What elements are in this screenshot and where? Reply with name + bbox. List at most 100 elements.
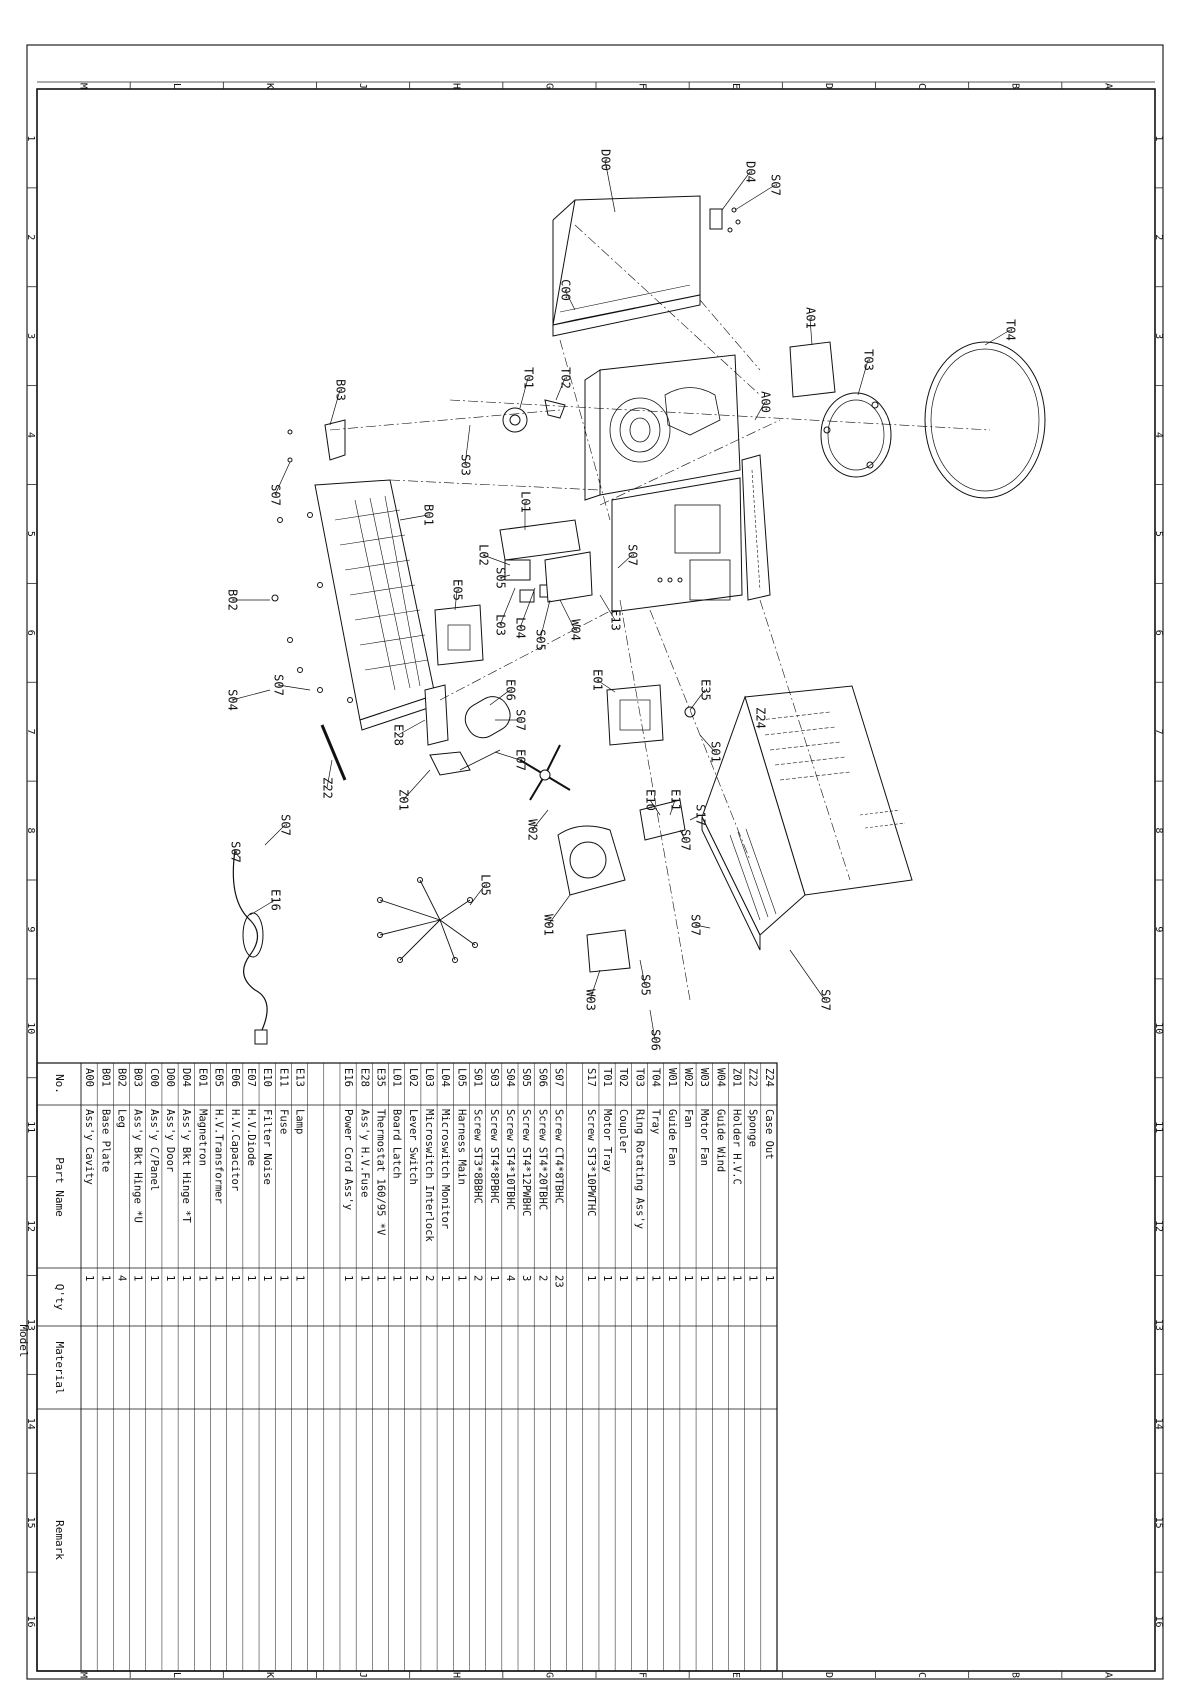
- ruler-number: 8: [25, 828, 36, 834]
- table-row-no: E16: [342, 1068, 354, 1087]
- table-header-cell: Q'ty: [53, 1284, 66, 1311]
- ruler-letter: J: [357, 83, 368, 89]
- table-row-no: A00: [83, 1068, 95, 1087]
- callout-label: T01: [522, 367, 536, 389]
- callout-leader: [639, 959, 646, 986]
- table-row-qty: 1: [698, 1275, 710, 1281]
- table-row-part-name: Screw ST4*10TBHC: [504, 1109, 516, 1210]
- ruler-letter: D: [823, 1672, 834, 1678]
- hv-capacitor-e06: [464, 696, 511, 739]
- callout-leader: [694, 924, 711, 929]
- table-row-no: E07: [245, 1068, 257, 1087]
- callout-label: S07: [679, 829, 693, 851]
- callout-label: L01: [519, 491, 533, 513]
- table-row-qty: 1: [294, 1275, 306, 1281]
- ruler-number: 5: [25, 531, 36, 537]
- table-row-no: S03: [488, 1068, 500, 1087]
- base-screw-points: [271, 512, 353, 703]
- ruler-letter: A: [1102, 83, 1113, 89]
- callout-leader: [555, 377, 566, 401]
- table-row-part-name: Fuse: [277, 1109, 289, 1134]
- callout-label: L05: [479, 874, 493, 896]
- table-row-no: D00: [164, 1068, 176, 1087]
- table-row-qty: 2: [423, 1275, 435, 1281]
- ruler-number: 13: [25, 1319, 36, 1331]
- callout-label: B03: [334, 379, 348, 401]
- table-row-qty: 1: [391, 1275, 403, 1281]
- hv-transformer-e05: [434, 604, 484, 666]
- table-row-qty: 1: [196, 1275, 208, 1281]
- exploded-view: [232, 195, 1046, 1045]
- ruler-number: 10: [25, 1022, 36, 1034]
- callout-leader: [531, 809, 549, 831]
- table-row-part-name: H.V.Diode: [245, 1109, 257, 1166]
- callout-label: W04: [569, 619, 583, 641]
- coupler-t02: [544, 399, 566, 419]
- ruler-number: 13: [1153, 1319, 1164, 1331]
- table-row-no: Z01: [731, 1068, 743, 1087]
- callout-label: S07: [279, 814, 293, 836]
- callout-leader: [564, 289, 576, 311]
- callout-leader: [689, 814, 701, 821]
- ruler-letter: B: [1009, 1672, 1020, 1678]
- table-row-part-name: Screw CT4*8TBHC: [552, 1109, 564, 1204]
- table-row-no: S01: [472, 1068, 484, 1087]
- callout-label: S07: [626, 544, 640, 566]
- ruler-number: 11: [1153, 1121, 1164, 1133]
- callout-leader: [519, 377, 529, 409]
- ruler-letter: E: [730, 83, 741, 89]
- table-row-part-name: H.V.Capacitor: [229, 1109, 241, 1191]
- callout-label: Z24: [754, 707, 768, 729]
- ruler-letter: E: [730, 1672, 741, 1678]
- callout-label: T03: [862, 349, 876, 371]
- table-row-no: E11: [277, 1068, 289, 1087]
- table-row-qty: 1: [763, 1275, 775, 1281]
- callout-leader: [539, 599, 551, 641]
- table-row-qty: 1: [407, 1275, 419, 1281]
- door-assembly-d00: [552, 195, 701, 337]
- hv-fuse-e28: [424, 684, 449, 746]
- ruler-number: 1: [25, 135, 36, 141]
- table-row-part-name: Thermostat 160/95 *V: [374, 1109, 386, 1236]
- table-row-no: S06: [536, 1068, 548, 1087]
- table-row-qty: 1: [682, 1275, 694, 1281]
- table-row-part-name: Coupler: [617, 1109, 629, 1153]
- fan-w02: [519, 744, 571, 801]
- ruler-letter: C: [916, 83, 927, 89]
- ruler-letter: K: [264, 1672, 275, 1678]
- table-row-part-name: Screw ST4*20TBHC: [536, 1109, 548, 1210]
- callout-label: S07: [272, 674, 286, 696]
- callout-label: E05: [451, 579, 465, 601]
- callout-label: W01: [542, 914, 556, 936]
- callout-label: D04: [744, 161, 758, 183]
- table-row-part-name: Lamp: [294, 1109, 306, 1134]
- callout-leader: [277, 684, 311, 691]
- table-row-qty: 1: [601, 1275, 613, 1281]
- ruler-letter: J: [357, 1672, 368, 1678]
- table-row-qty: 1: [180, 1275, 192, 1281]
- callout-leader: [274, 461, 291, 496]
- table-row-part-name: Motor Fan: [698, 1109, 710, 1166]
- table-row-no: L02: [407, 1068, 419, 1087]
- callout-leader: [329, 389, 341, 426]
- callout-label: E10: [644, 789, 658, 811]
- callout-leader: [249, 899, 276, 916]
- ruler-letter: A: [1102, 1672, 1113, 1678]
- table-row-no: Z24: [763, 1068, 775, 1087]
- table-row-qty: 1: [164, 1275, 176, 1281]
- table-row-qty: 1: [358, 1275, 370, 1281]
- ruler-number: 7: [25, 729, 36, 735]
- ruler-number: 16: [25, 1616, 36, 1628]
- callout-leader: [469, 884, 486, 906]
- callout-label: S06: [649, 1029, 663, 1051]
- table-row-qty: 1: [731, 1275, 743, 1281]
- ruler-number: 5: [1153, 531, 1164, 537]
- table-row-part-name: Sponge: [747, 1109, 759, 1147]
- ruler-letter: C: [916, 1672, 927, 1678]
- callout-label: S05: [534, 629, 548, 651]
- callout-label: Z22: [321, 777, 335, 799]
- callout-leader: [589, 969, 601, 1001]
- table-row-part-name: Ass'y Bkt Hinge *U: [132, 1109, 144, 1223]
